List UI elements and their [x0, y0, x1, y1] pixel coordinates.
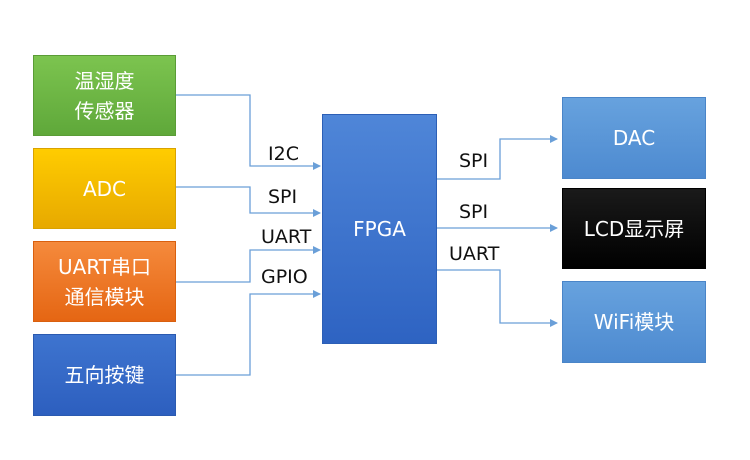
uart-serial-module-block: UART串口 通信模块 [33, 241, 176, 322]
i2c-link-label: I2C [268, 143, 299, 165]
keypad-label: 五向按键 [64, 363, 145, 387]
adc-label: ADC [82, 176, 127, 201]
link-uart-to-fpga [176, 246, 321, 283]
spi-dac-link-label: SPI [459, 150, 489, 172]
dac-block: DAC [562, 97, 706, 179]
uart-serial-label-line1: UART串口 [58, 254, 151, 279]
link-fpga-to-dac [437, 135, 558, 180]
temp-humidity-label-line1: 温湿度 [74, 68, 135, 93]
adc-block: ADC [33, 148, 176, 229]
five-way-keypad-block: 五向按键 [33, 334, 176, 416]
link-temp-to-fpga [176, 94, 321, 170]
fpga-block: FPGA [322, 114, 437, 344]
wifi-module-block: WiFi模块 [562, 281, 706, 363]
spi-in-link-label: SPI [268, 186, 298, 208]
wifi-label: WiFi模块 [593, 310, 675, 334]
temp-humidity-sensor-block: 温湿度 传感器 [33, 55, 176, 136]
link-keypad-to-fpga [176, 290, 321, 376]
lcd-label: LCD显示屏 [583, 216, 685, 241]
temp-humidity-label-line2: 传感器 [74, 98, 135, 123]
uart-serial-label-line2: 通信模块 [64, 284, 145, 309]
lcd-display-block: LCD显示屏 [562, 188, 706, 269]
uart-in-link-label: UART [261, 226, 312, 248]
uart-wifi-link-label: UART [449, 243, 500, 265]
spi-lcd-link-label: SPI [459, 201, 489, 223]
link-fpga-to-wifi [437, 269, 558, 327]
gpio-link-label: GPIO [261, 266, 308, 288]
dac-label: DAC [612, 126, 656, 150]
link-adc-to-fpga [176, 186, 321, 217]
fpga-label: FPGA [353, 217, 406, 241]
